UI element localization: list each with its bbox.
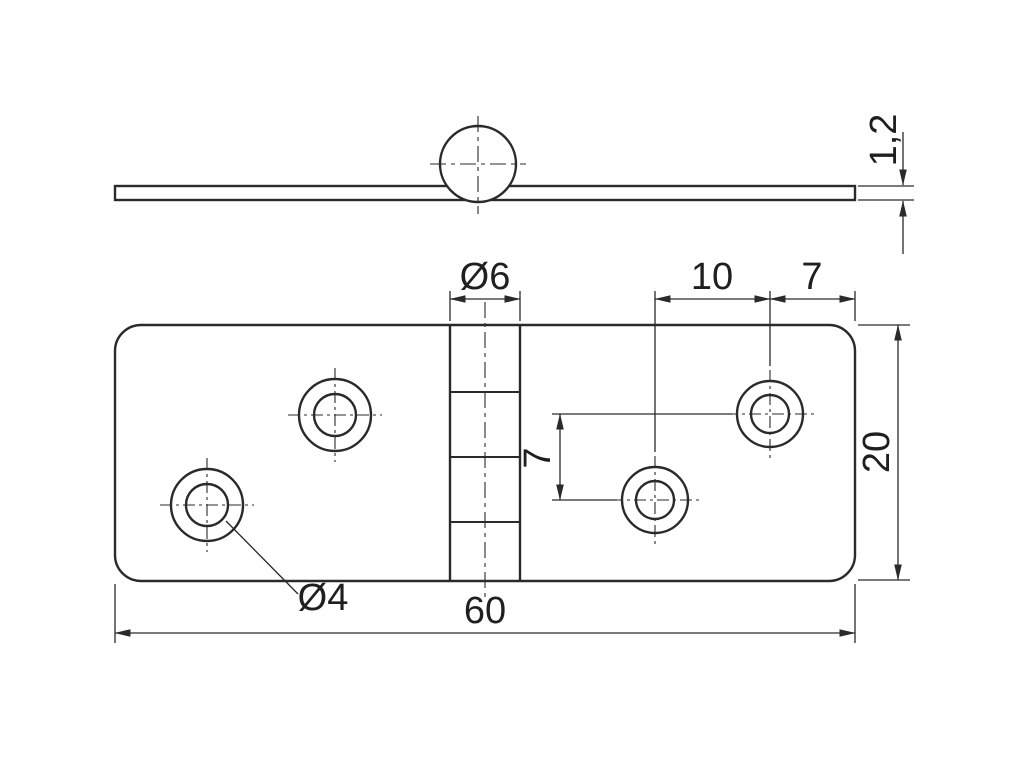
dim-text-thickness: 1,2 — [863, 114, 905, 167]
dim-plate-width: 20 — [856, 324, 910, 581]
dim-overall-length: 60 — [114, 584, 856, 643]
dim-text-overall-length: 60 — [464, 590, 506, 632]
dim-hole-pitch: 10 — [654, 256, 771, 452]
side-view — [113, 116, 857, 214]
dim-thickness: 1,2 — [858, 114, 914, 254]
hole-right-upper — [726, 370, 814, 458]
hole-left-lower — [160, 458, 254, 552]
dim-text-hole-diameter: Ø4 — [298, 577, 349, 619]
hole-left-upper — [288, 368, 382, 462]
dim-knuckle-diameter: Ø6 — [449, 256, 521, 321]
dim-text-hole-pitch: 10 — [691, 256, 733, 298]
dim-vertical-offset: 7 — [517, 413, 732, 501]
hole-diameter-callout: Ø4 — [225, 520, 349, 619]
dim-text-edge-distance: 7 — [801, 256, 822, 298]
dim-text-knuckle-diameter: Ø6 — [460, 256, 511, 298]
top-view — [113, 302, 857, 602]
dim-text-vertical-offset: 7 — [517, 447, 559, 468]
leader-line — [225, 520, 299, 595]
hole-right-lower — [611, 456, 699, 544]
dim-text-plate-width: 20 — [856, 431, 898, 473]
dim-edge-distance: 7 — [769, 256, 856, 321]
